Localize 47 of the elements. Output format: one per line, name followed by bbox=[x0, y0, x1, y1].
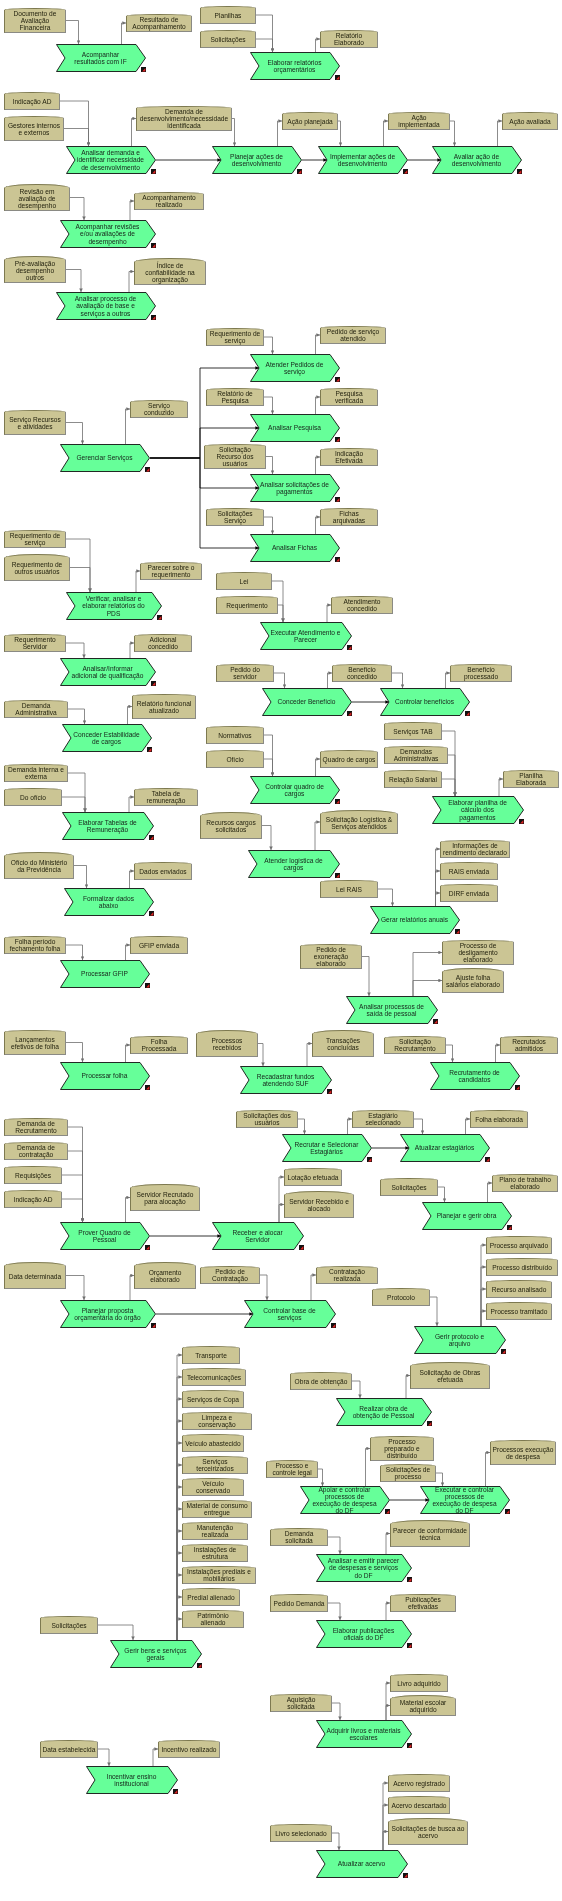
process-step bbox=[250, 534, 340, 562]
process-step bbox=[212, 146, 302, 174]
process-step bbox=[336, 1398, 432, 1426]
process-step bbox=[66, 146, 156, 174]
process-step bbox=[66, 592, 162, 620]
process-step bbox=[248, 850, 340, 878]
process-step bbox=[260, 622, 352, 650]
process-step bbox=[316, 1554, 412, 1582]
process-step bbox=[346, 996, 438, 1024]
process-step bbox=[250, 776, 340, 804]
process-step bbox=[60, 444, 150, 472]
process-step bbox=[60, 658, 156, 686]
process-step bbox=[316, 1720, 412, 1748]
process-step bbox=[56, 292, 156, 320]
process-step bbox=[430, 1062, 520, 1090]
process-step bbox=[110, 1640, 202, 1668]
process-step bbox=[86, 1766, 178, 1794]
process-step bbox=[316, 1850, 408, 1878]
process-step bbox=[60, 1300, 156, 1328]
process-step bbox=[56, 44, 146, 72]
process-step bbox=[60, 220, 156, 248]
process-step bbox=[62, 724, 152, 752]
process-step bbox=[414, 1326, 506, 1354]
process-step bbox=[60, 1222, 150, 1250]
process-step bbox=[244, 1300, 336, 1328]
process-step bbox=[262, 688, 352, 716]
process-step bbox=[62, 812, 154, 840]
process-step bbox=[316, 1620, 412, 1648]
process-step bbox=[212, 1222, 304, 1250]
process-step bbox=[318, 146, 408, 174]
process-step bbox=[250, 52, 340, 80]
process-step bbox=[432, 146, 522, 174]
process-step bbox=[250, 414, 340, 442]
process-step bbox=[400, 1134, 490, 1162]
process-step bbox=[240, 1066, 332, 1094]
process-step bbox=[422, 1202, 512, 1230]
process-step bbox=[64, 888, 154, 916]
process-step bbox=[250, 474, 340, 502]
process-step bbox=[60, 1062, 150, 1090]
process-step bbox=[300, 1486, 390, 1514]
process-step bbox=[370, 906, 460, 934]
process-step bbox=[60, 960, 150, 988]
process-step bbox=[282, 1134, 372, 1162]
process-step bbox=[380, 688, 470, 716]
process-step bbox=[420, 1486, 510, 1514]
process-step bbox=[250, 354, 340, 382]
process-step bbox=[432, 796, 524, 824]
